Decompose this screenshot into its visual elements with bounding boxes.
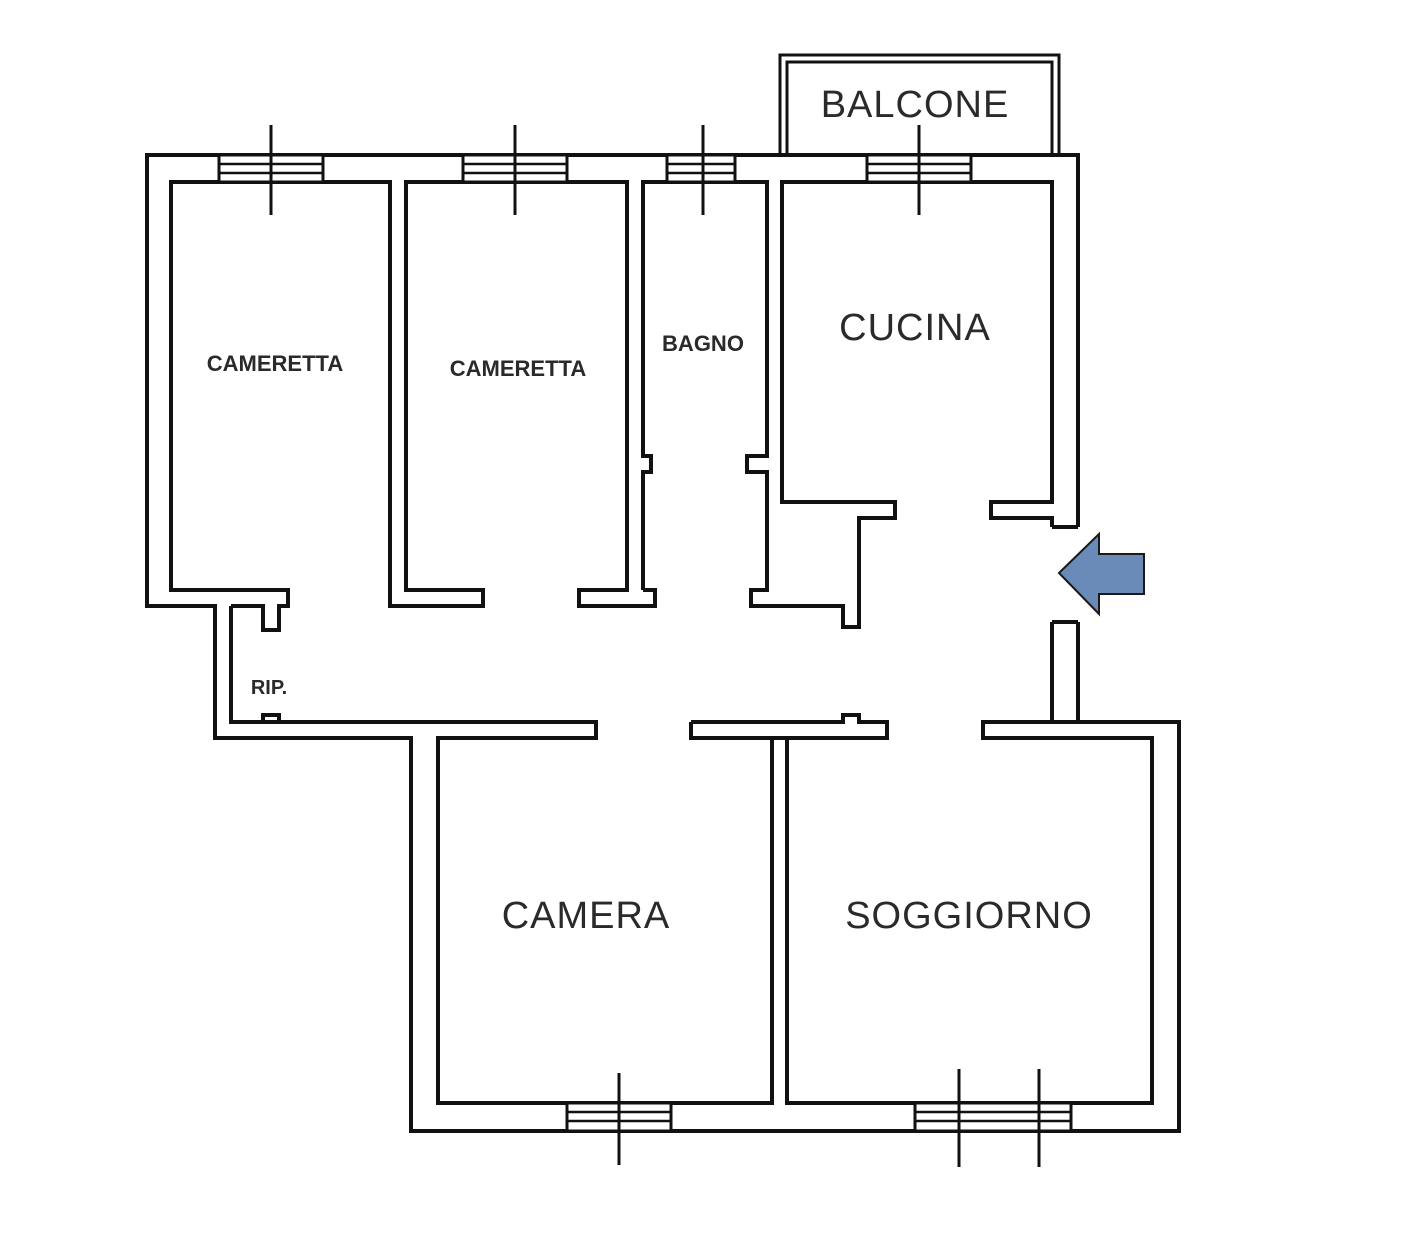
room-label-soggiorno: SOGGIORNO (845, 895, 1093, 937)
corridor-walls (261, 713, 889, 740)
arrow-left-icon (1057, 531, 1145, 617)
window-ticks (269, 125, 1041, 1167)
balcony (778, 53, 1061, 155)
room-label-ripostiglio: RIP. (251, 677, 287, 699)
room-label-camera: CAMERA (502, 895, 671, 937)
outer-walls (145, 153, 1181, 1133)
room-label-balcone: BALCONE (821, 84, 1010, 126)
room-label-cameretta-2: CAMERETTA (450, 356, 587, 381)
bagno-walls (641, 180, 1054, 629)
cameretta-2-walls (388, 180, 657, 608)
room-label-cucina: CUCINA (839, 307, 991, 349)
room-label-bagno: BAGNO (662, 331, 744, 356)
room-label-cameretta-1: CAMERETTA (207, 351, 344, 376)
